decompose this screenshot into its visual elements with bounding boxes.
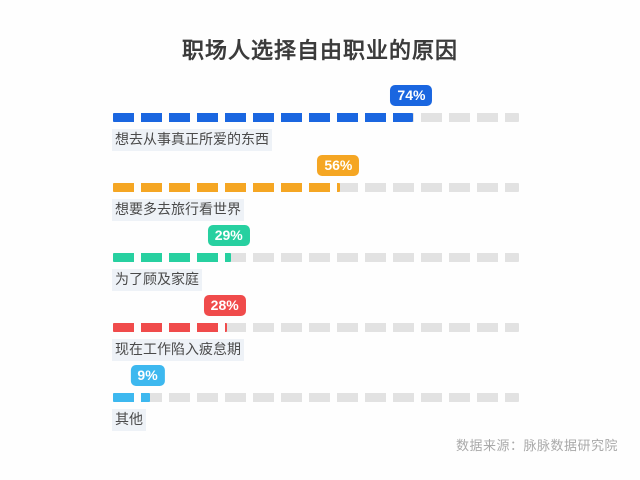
- bar-row: 74% 想去从事真正所爱的东西: [112, 85, 519, 155]
- bar-track: [113, 113, 519, 122]
- bar-track: [113, 393, 519, 402]
- bar-fill: [113, 393, 150, 402]
- bar-fill-segments: [113, 253, 231, 262]
- bar-fill: [113, 253, 231, 262]
- bar-fill: [113, 183, 341, 192]
- bar-row: 9% 其他: [112, 365, 519, 435]
- bar-track: [113, 253, 519, 262]
- bar-row: 29% 为了顾及家庭: [112, 225, 519, 295]
- bar-fill: [113, 113, 414, 122]
- bar-category-label: 其他: [112, 409, 146, 431]
- bar-fill-segments: [113, 183, 341, 192]
- bar-fill-segments: [113, 393, 150, 402]
- bar-track: [113, 183, 519, 192]
- bar-track-background: [113, 323, 519, 332]
- bar-track-background: [113, 393, 519, 402]
- value-badge: 9%: [130, 365, 165, 386]
- value-badge: 28%: [203, 295, 246, 316]
- value-badge: 74%: [390, 85, 433, 106]
- bar-category-label: 现在工作陷入疲怠期: [112, 339, 244, 361]
- bar-chart: 74% 想去从事真正所爱的东西 56% 想要多去旅行看世界 29%: [112, 85, 519, 435]
- bar-fill-segments: [113, 113, 414, 122]
- bar-row: 56% 想要多去旅行看世界: [112, 155, 519, 225]
- page-title: 职场人选择自由职业的原因: [181, 38, 458, 63]
- bar-row: 28% 现在工作陷入疲怠期: [112, 295, 519, 365]
- source-note: 数据来源：脉脉数据研究院: [455, 438, 618, 453]
- value-badge: 56%: [317, 155, 360, 176]
- bar-category-label: 想要多去旅行看世界: [112, 199, 244, 221]
- bar-track: [113, 323, 519, 332]
- bar-category-label: 想去从事真正所爱的东西: [112, 129, 272, 151]
- bar-fill-segments: [113, 323, 227, 332]
- bar-track-background: [113, 253, 519, 262]
- bar-category-label: 为了顾及家庭: [112, 269, 202, 291]
- value-badge: 29%: [207, 225, 250, 246]
- bar-fill: [113, 323, 227, 332]
